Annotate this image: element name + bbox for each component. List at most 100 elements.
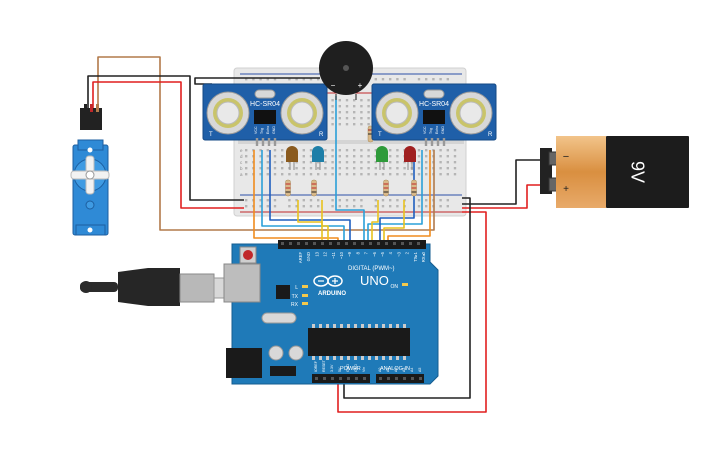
digital-pin-label: ~11 xyxy=(331,251,336,258)
on-label: ON xyxy=(391,284,399,290)
sensor-pin-label: VCC xyxy=(423,126,427,134)
wire-yellow-4 xyxy=(383,200,405,246)
wire-red-5v xyxy=(337,211,487,413)
wire-yellow-1 xyxy=(297,200,323,246)
resistor xyxy=(383,179,389,197)
breadboard-row-label: e xyxy=(240,148,243,153)
battery-9v: − + 9V xyxy=(540,136,689,208)
sensor-corner-label: T xyxy=(378,132,382,138)
servo-motor xyxy=(70,104,110,236)
power-header-label: POWER xyxy=(340,366,361,372)
usb-cable xyxy=(80,268,245,306)
arduino-logo xyxy=(313,275,343,287)
digital-pin-label: 7 xyxy=(364,251,369,254)
sensor-pin-label: Echo xyxy=(266,126,270,134)
battery-plus-label: + xyxy=(563,184,569,195)
sensor-pin-label: VCC xyxy=(254,126,258,134)
led xyxy=(404,146,416,170)
power-pin-label: 5V xyxy=(338,367,342,372)
wire-blue-center xyxy=(335,96,365,246)
sensor-pin-label: Trig xyxy=(429,128,433,134)
led xyxy=(312,146,324,170)
power-pin-label: RESET xyxy=(322,359,326,372)
arduino-brand: ARDUINO xyxy=(318,291,346,297)
analog-header-label: ANALOG IN xyxy=(380,366,410,372)
wire-yellow-2 xyxy=(321,200,329,246)
sensor-pin-label: Trig xyxy=(260,128,264,134)
digital-pin-label: ~10 xyxy=(339,251,344,259)
buzzer-minus-label: − xyxy=(331,81,336,90)
breadboard-row-label: c xyxy=(240,160,243,165)
wire-black-gnd xyxy=(343,197,471,399)
sensor-pin-label: GND xyxy=(441,126,445,134)
wire-red-servo xyxy=(92,81,244,209)
digital-pin-label: GND xyxy=(306,252,311,261)
digital-pin-label: AREF xyxy=(298,252,303,264)
resistor xyxy=(311,179,317,197)
led-label-tx: TX xyxy=(292,294,299,300)
digital-pin-label: ~3 xyxy=(396,251,401,256)
digital-pin-label: 13 xyxy=(314,251,319,256)
sensor-pin-label: Echo xyxy=(435,126,439,134)
digital-pin-label: ~5 xyxy=(380,251,385,256)
sensor-model-label: HC-SR04 xyxy=(419,101,449,108)
wire-darkblue-1 xyxy=(269,150,351,246)
led-label-l: L xyxy=(295,285,298,291)
arduino-model: UNO xyxy=(360,273,389,288)
digital-pin-label: TX▸1 xyxy=(413,251,418,261)
digital-pin-label: ~6 xyxy=(372,251,377,256)
led-label-rx: RX xyxy=(291,302,299,308)
wire-yellow-3 xyxy=(371,200,379,246)
buzzer-plus-label: + xyxy=(358,81,363,90)
led xyxy=(376,146,388,170)
resistor xyxy=(285,179,291,197)
sensor-corner-label: T xyxy=(209,132,213,138)
resistor xyxy=(411,179,417,197)
arduino-uno: L TX RX ON ARDUINO UNO DIGITAL (PWM~) PO… xyxy=(223,240,439,385)
led xyxy=(286,146,298,170)
atmega-chip xyxy=(308,328,410,356)
power-jack xyxy=(226,348,262,378)
digital-pin-label: 2 xyxy=(405,251,410,254)
wire-red-battery xyxy=(462,184,540,209)
servo-horn[interactable] xyxy=(70,155,110,195)
power-pin-label: Vin xyxy=(362,367,366,372)
wire-brown-servo xyxy=(97,56,435,231)
wire-black-battery xyxy=(462,159,540,205)
sensor-pin-label: GND xyxy=(272,126,276,134)
power-pin-label: IOREF xyxy=(314,360,318,372)
wire-black-servo xyxy=(87,75,244,201)
sensor-model-label: HC-SR04 xyxy=(250,101,280,108)
analog-pin-label: A3 xyxy=(402,368,406,372)
sensor-corner-label: R xyxy=(319,132,324,138)
sensor-corner-label: R xyxy=(488,132,493,138)
digital-pin-label: 8 xyxy=(355,251,360,254)
breadboard-row-label: a xyxy=(240,172,243,177)
battery-minus-label: − xyxy=(563,151,569,163)
power-pin-label: 3.3V xyxy=(330,364,334,372)
analog-pin-label: A0 xyxy=(378,368,382,372)
analog-pin-label: A5 xyxy=(418,368,422,372)
digital-pin-label: RX◂0 xyxy=(421,251,426,262)
reset-button[interactable] xyxy=(239,246,257,264)
battery-voltage-label: 9V xyxy=(627,161,647,183)
analog-pin-label: A2 xyxy=(394,368,398,372)
digital-pin-label: 4 xyxy=(388,251,393,254)
piezo-buzzer: − + xyxy=(319,41,373,100)
breadboard-row-label: b xyxy=(240,166,243,171)
digital-header-label: DIGITAL (PWM~) xyxy=(348,266,395,272)
analog-header-pins[interactable] xyxy=(376,374,424,383)
analog-pin-label: A4 xyxy=(410,368,414,372)
breadboard-row-label: d xyxy=(240,154,243,159)
digital-pin-label: 12 xyxy=(323,251,328,256)
wire-blue-1 xyxy=(261,150,345,246)
usb-port xyxy=(223,263,261,303)
digital-header[interactable] xyxy=(278,240,426,249)
leds xyxy=(285,146,417,197)
wire-blue-2 xyxy=(367,150,423,246)
power-pin-label: GND xyxy=(354,364,358,372)
analog-pin-label: A1 xyxy=(386,368,390,372)
